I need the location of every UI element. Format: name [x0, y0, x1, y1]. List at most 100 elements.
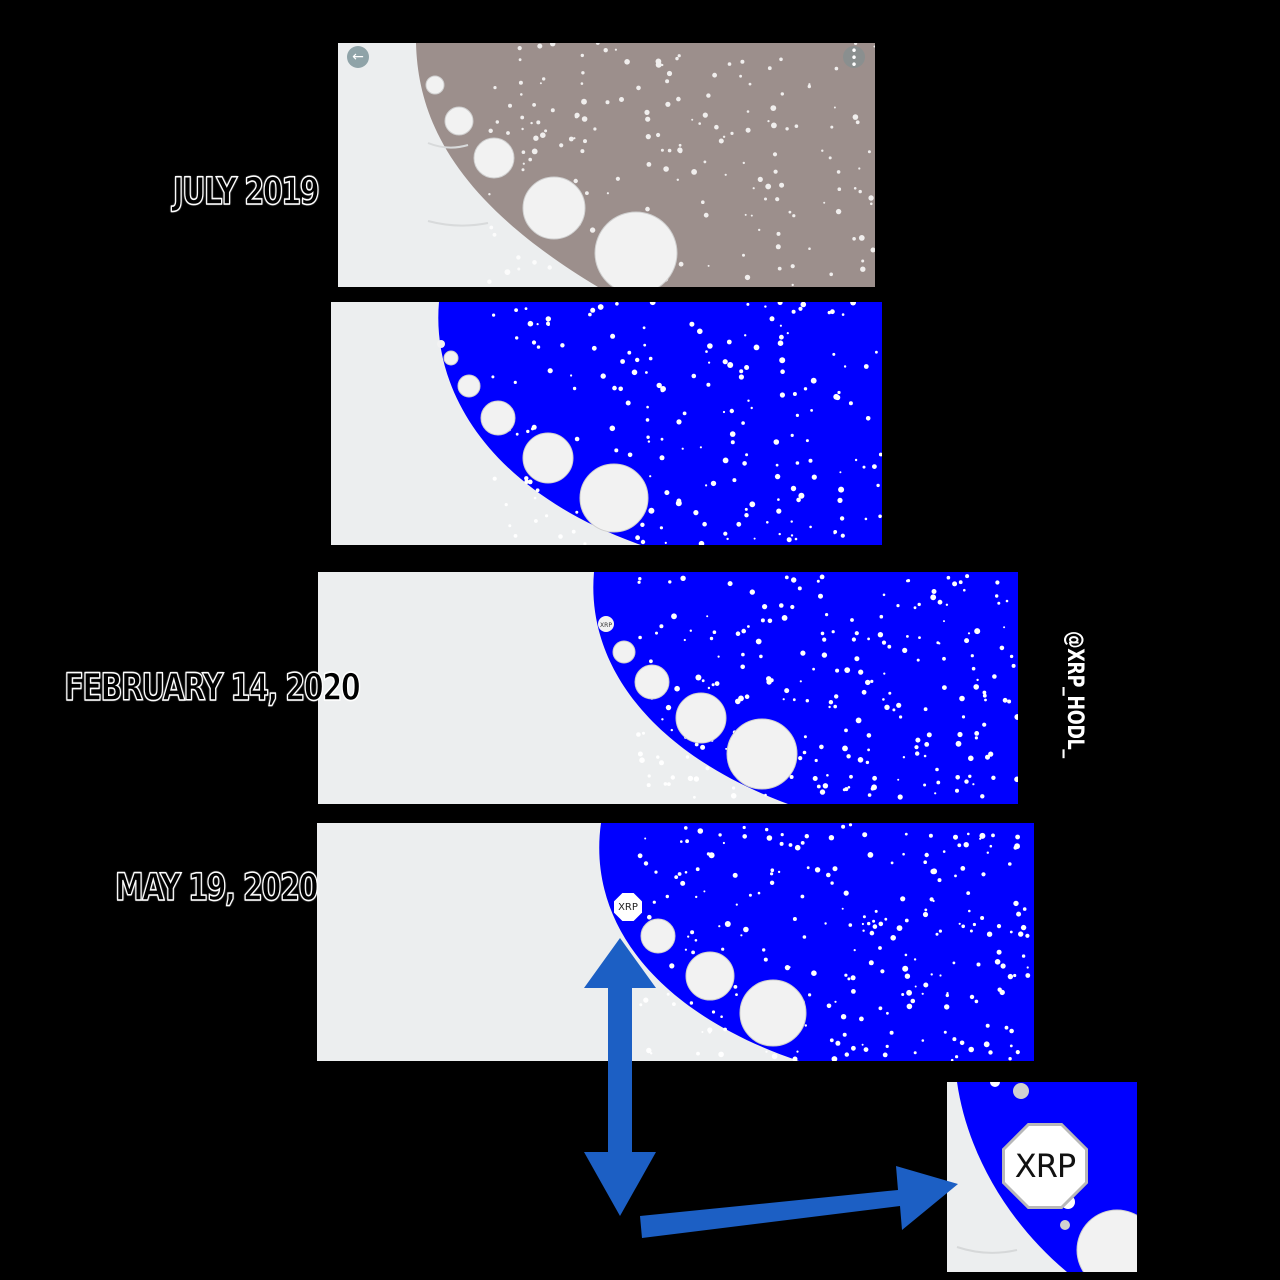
snowflake: [1020, 924, 1027, 931]
snowflake: [865, 760, 870, 765]
snowflake: [958, 580, 963, 585]
snowflake: [700, 744, 706, 750]
snowflake: [995, 594, 999, 598]
snowflake: [589, 227, 596, 233]
snowflake: [965, 574, 970, 579]
snowflake: [753, 344, 760, 351]
snowflake: [665, 101, 671, 107]
snowflake: [862, 915, 866, 919]
snowflake: [655, 58, 662, 65]
snowflake: [749, 589, 755, 595]
snowflake: [779, 357, 786, 364]
snowflake: [532, 103, 536, 107]
snowflake: [861, 1043, 864, 1046]
snowflake: [840, 1014, 847, 1020]
snowflake: [935, 932, 939, 936]
snowflake: [914, 985, 917, 988]
snowflake: [516, 255, 521, 260]
snowflake: [547, 265, 552, 270]
snowflake: [740, 59, 745, 64]
snowflake: [702, 521, 707, 527]
snowflake: [812, 667, 815, 671]
snowflake: [1009, 654, 1014, 659]
snowflake: [848, 401, 853, 406]
snowflake: [786, 537, 792, 543]
snowflake: [735, 631, 741, 636]
snowflake: [790, 433, 794, 437]
snowflake: [709, 636, 714, 641]
snowflake: [710, 480, 717, 487]
snowflake: [1018, 931, 1024, 937]
snowflake: [580, 149, 585, 154]
snowflake: [591, 345, 597, 351]
snowflake: [797, 586, 802, 591]
snowflake: [722, 410, 726, 414]
snowflake: [701, 200, 705, 204]
snowflake: [537, 43, 543, 49]
snowflake: [643, 861, 649, 866]
snowflake: [533, 135, 539, 141]
snowflake: [955, 1055, 959, 1059]
snowflake: [945, 603, 949, 606]
snowflake: [521, 168, 525, 172]
snowflake: [873, 45, 875, 48]
snowflake: [808, 83, 811, 86]
snowflake: [690, 930, 695, 935]
snowflake: [744, 507, 748, 511]
snowflake: [736, 521, 742, 527]
panel-2: [331, 302, 882, 545]
snowflake: [745, 453, 749, 457]
snowflake: [946, 992, 949, 995]
snowflake: [640, 539, 646, 545]
snowflake: [1005, 599, 1009, 603]
snowflake: [639, 1003, 643, 1007]
panel-july-2019: ← •••: [338, 43, 875, 287]
snowflake: [791, 577, 797, 583]
snowflake: [922, 911, 929, 918]
back-arrow-icon[interactable]: ←: [347, 46, 369, 68]
snowflake: [983, 1041, 990, 1048]
snowflake: [533, 496, 537, 500]
snowflake: [775, 197, 780, 202]
snowflake: [957, 843, 962, 848]
snowflake: [748, 82, 752, 86]
snowflake: [862, 465, 866, 469]
snowflake: [776, 508, 782, 514]
snowflake: [833, 532, 836, 535]
panel-feb-14-2020: XRP: [318, 572, 1018, 804]
snowflake: [840, 533, 845, 538]
snowflake: [902, 852, 905, 856]
snowflake: [831, 630, 835, 634]
snowflake: [986, 931, 993, 937]
snowflake: [836, 170, 841, 174]
snowflake: [887, 644, 892, 649]
snowflake: [682, 411, 687, 416]
snowflake: [663, 166, 669, 172]
snowflake: [712, 630, 717, 634]
snowflake: [597, 304, 604, 310]
snowflake: [1007, 699, 1012, 704]
snowflake: [727, 62, 732, 66]
snowflake: [534, 519, 538, 523]
snowflake: [777, 340, 784, 346]
snowflake: [1013, 973, 1017, 978]
snowflake: [635, 535, 640, 541]
snowflake: [696, 1051, 700, 1056]
snowflake: [880, 969, 885, 974]
snowflake: [994, 959, 1001, 965]
snowflake: [878, 1006, 883, 1011]
snowflake: [779, 324, 782, 327]
snowflake: [825, 613, 829, 617]
snowflake: [800, 302, 807, 308]
snowflake: [850, 302, 856, 306]
zoom-xrp-octagon: XRP: [1002, 1123, 1088, 1209]
more-options-icon[interactable]: •••: [843, 45, 865, 71]
snowflake: [678, 149, 683, 154]
snowflake: [964, 779, 969, 784]
snowflake: [889, 1030, 894, 1035]
snowflake: [870, 679, 874, 683]
snowflake: [627, 350, 632, 355]
snowflake: [937, 599, 943, 605]
snowflake: [695, 895, 698, 899]
snowflake: [986, 851, 989, 854]
